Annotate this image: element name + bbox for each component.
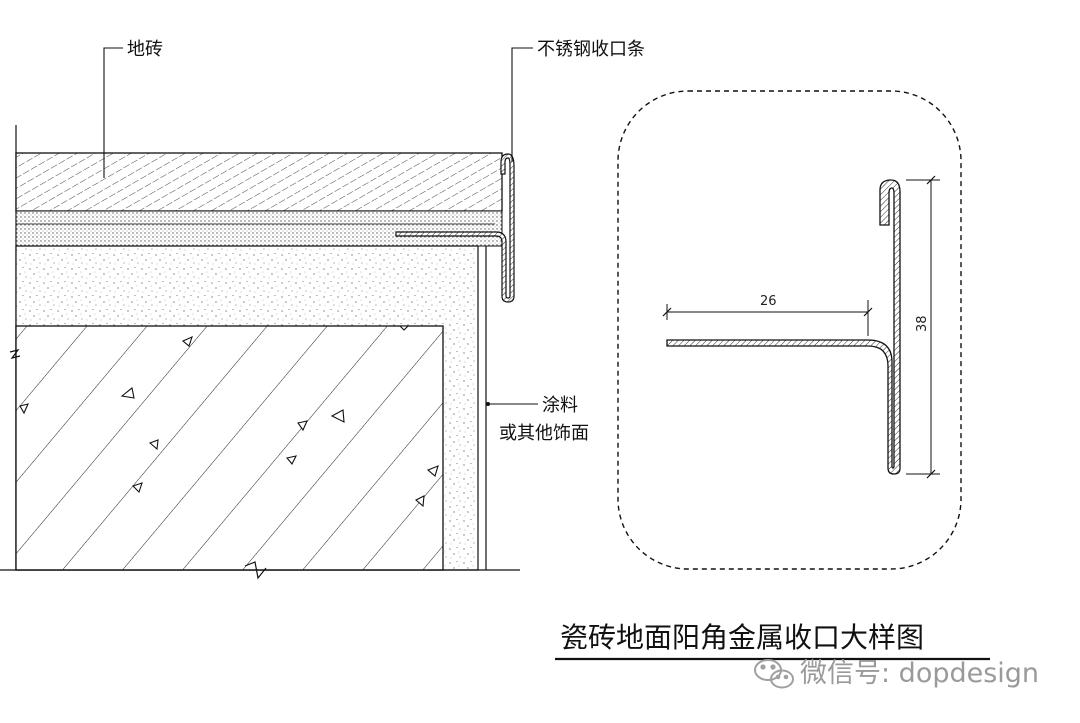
dim-horizontal: 26 <box>760 294 777 309</box>
label-paint-line2: 或其他饰面 <box>499 423 589 444</box>
left-break-mark <box>9 349 21 359</box>
label-paint-line1: 涂料 <box>542 395 578 416</box>
watermark-text: 微信号: dopdesign <box>800 658 1039 689</box>
dim-vertical: 38 <box>915 315 930 332</box>
section-drawing <box>0 125 520 580</box>
detail-dashed-frame <box>617 90 962 570</box>
label-floor-tile: 地砖 <box>127 39 163 60</box>
concrete-slab <box>15 325 444 571</box>
drawing-title: 瓷砖地面阳角金属收口大样图 <box>560 621 924 654</box>
detail-bubble: 26 38 <box>617 90 962 570</box>
leader-floor-tile: 地砖 <box>103 39 163 178</box>
floor-tile-layer <box>15 152 503 212</box>
label-stainless-strip: 不锈钢收口条 <box>537 39 645 60</box>
adhesive-layer <box>15 210 503 247</box>
leader-paint: 涂料 或其他饰面 <box>486 395 589 444</box>
drawing-title-block: 瓷砖地面阳角金属收口大样图 <box>555 621 990 661</box>
stainless-trim-strip <box>395 153 515 303</box>
wechat-icon <box>754 659 794 689</box>
aggregate-marks <box>19 325 439 508</box>
watermark: 微信号: dopdesign <box>754 658 1039 689</box>
leader-stainless-strip: 不锈钢收口条 <box>511 39 645 162</box>
detail-trim-profile <box>666 179 901 475</box>
bottom-break-mark <box>244 561 267 580</box>
